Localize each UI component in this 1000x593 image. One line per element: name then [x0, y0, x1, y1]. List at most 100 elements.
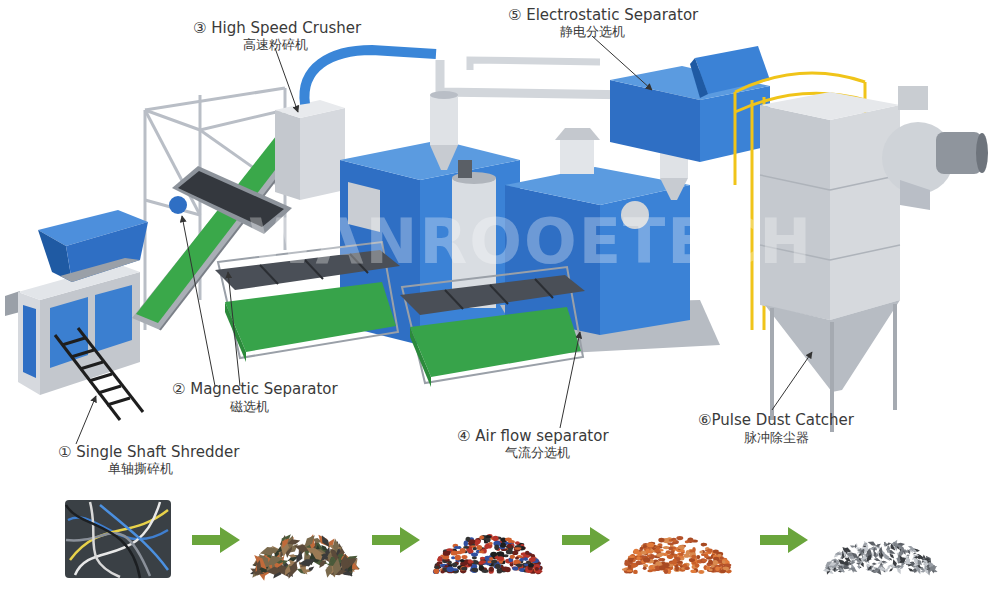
granule-pile-piece: [446, 548, 453, 551]
plastic-pile-piece: [842, 551, 844, 555]
plastic-pile-piece: [908, 546, 915, 549]
cabinet-top: [340, 140, 520, 180]
magnetic-belt: [178, 171, 284, 227]
copper-pile-piece: [637, 552, 642, 555]
granule-pile-piece: [490, 552, 497, 557]
copper-pile-piece: [626, 570, 632, 572]
granule-pile-piece: [479, 550, 485, 553]
copper-pile-piece: [704, 555, 709, 558]
callout-label: ① Single Shaft Shredder: [58, 444, 240, 461]
plastic-pile-piece: [866, 554, 872, 562]
shredder-neck: [52, 258, 140, 282]
plastic-pile-piece: [823, 569, 830, 572]
seam: [760, 175, 830, 190]
shredded-pile-piece: [304, 535, 315, 548]
wire-bundle: [66, 502, 168, 578]
plastic-pile-piece: [850, 545, 856, 547]
granule-pile-piece: [468, 559, 472, 564]
ladder-rail: [78, 328, 143, 412]
plastic-pile-piece: [916, 565, 920, 574]
cyclone-cone: [430, 145, 458, 170]
callout-label-cn: 磁选机: [230, 400, 269, 415]
copper-pile-piece: [689, 550, 693, 553]
copper-pile-piece: [636, 561, 642, 565]
shredded-pile-piece: [288, 554, 297, 557]
granule-pile-piece: [451, 556, 455, 559]
dust-catcher-top: [760, 92, 900, 120]
plastic-pile-piece: [868, 542, 877, 546]
copper-pile-piece: [676, 536, 683, 540]
shredder-motor: [5, 291, 20, 316]
shredded-pile-piece: [333, 539, 339, 554]
crusher-body: [275, 110, 300, 200]
callout-label-cn: 气流分选机: [505, 446, 570, 461]
cyclone-top: [430, 91, 458, 99]
copper-pile-piece: [722, 566, 729, 569]
copper-pile-piece: [655, 566, 659, 571]
granule-pile-piece: [464, 541, 468, 547]
shredded-pile-piece: [328, 553, 332, 562]
copper-pile-piece: [715, 567, 720, 571]
copper-pile-piece: [680, 549, 685, 552]
plastic-pile-piece: [858, 553, 861, 557]
plastic-pile-piece: [882, 561, 888, 564]
granule-pile-piece: [516, 563, 523, 567]
copper-pile-piece: [658, 538, 664, 543]
callout-label-cn: 脉冲除尘器: [744, 431, 809, 446]
electrostatic-hopper: [690, 58, 708, 98]
copper-pile-piece: [709, 569, 713, 572]
frame-beam: [200, 110, 285, 130]
plastic-pile-piece: [899, 555, 904, 563]
leader-line: [228, 272, 240, 386]
slat: [445, 290, 463, 309]
plastic-pile-piece: [880, 552, 883, 560]
plastic-pile-piece: [923, 562, 927, 565]
panel-seams: [760, 175, 900, 260]
ladder-rail: [55, 335, 120, 420]
plastic-pile-piece: [863, 543, 868, 547]
conveyor-belt: [136, 131, 298, 323]
plastic-pile-piece: [868, 566, 872, 571]
callout-label: ④ Air flow separator: [457, 428, 609, 445]
outlet-duct: [898, 86, 928, 110]
granule-pile-piece: [491, 560, 497, 564]
motor-cap: [976, 133, 988, 173]
copper-pile-piece: [658, 558, 663, 561]
shredded-pile-piece: [282, 538, 289, 548]
plastic-pile-piece: [877, 560, 882, 564]
flow-arrow: [192, 527, 240, 553]
leg: [893, 304, 897, 410]
plastic-pile-piece: [887, 564, 890, 570]
plastic-pile-piece: [825, 561, 832, 566]
plastic-pile-piece: [875, 544, 881, 547]
granule-pile-piece: [455, 555, 461, 561]
plastic-pile-piece: [886, 543, 891, 546]
seam: [760, 245, 830, 260]
slat: [305, 260, 323, 279]
plastic-pile-piece: [893, 543, 898, 547]
electrostatic-hopper: [695, 46, 770, 94]
granule-pile-piece: [440, 564, 445, 567]
copper-pile-piece: [698, 570, 704, 574]
granule-pile-piece: [462, 555, 468, 559]
granule-pile-piece: [497, 568, 503, 572]
granule-pile-piece: [440, 570, 444, 573]
copper-pile-piece: [720, 570, 724, 573]
granule-pile-piece: [489, 542, 493, 545]
granule-pile-piece: [494, 544, 499, 550]
plastic-pile-piece: [857, 561, 862, 563]
granule-pile-piece: [512, 567, 518, 571]
shredded-pile-piece: [285, 565, 291, 576]
copper-pile-piece: [637, 556, 641, 561]
callout-label: ⑥Pulse Dust Catcher: [698, 412, 854, 429]
leader-line: [76, 396, 96, 444]
copper-pile-piece: [668, 546, 673, 550]
plastic-pile-piece: [873, 569, 880, 573]
granule-pile-piece: [433, 568, 439, 574]
granule-pile-piece: [471, 568, 478, 572]
copper-pile-piece: [682, 564, 687, 568]
magnetic-frame: [172, 166, 292, 234]
granule-pile-piece: [468, 560, 474, 563]
leader-line: [275, 48, 298, 112]
plastic-pile-piece: [907, 549, 910, 554]
